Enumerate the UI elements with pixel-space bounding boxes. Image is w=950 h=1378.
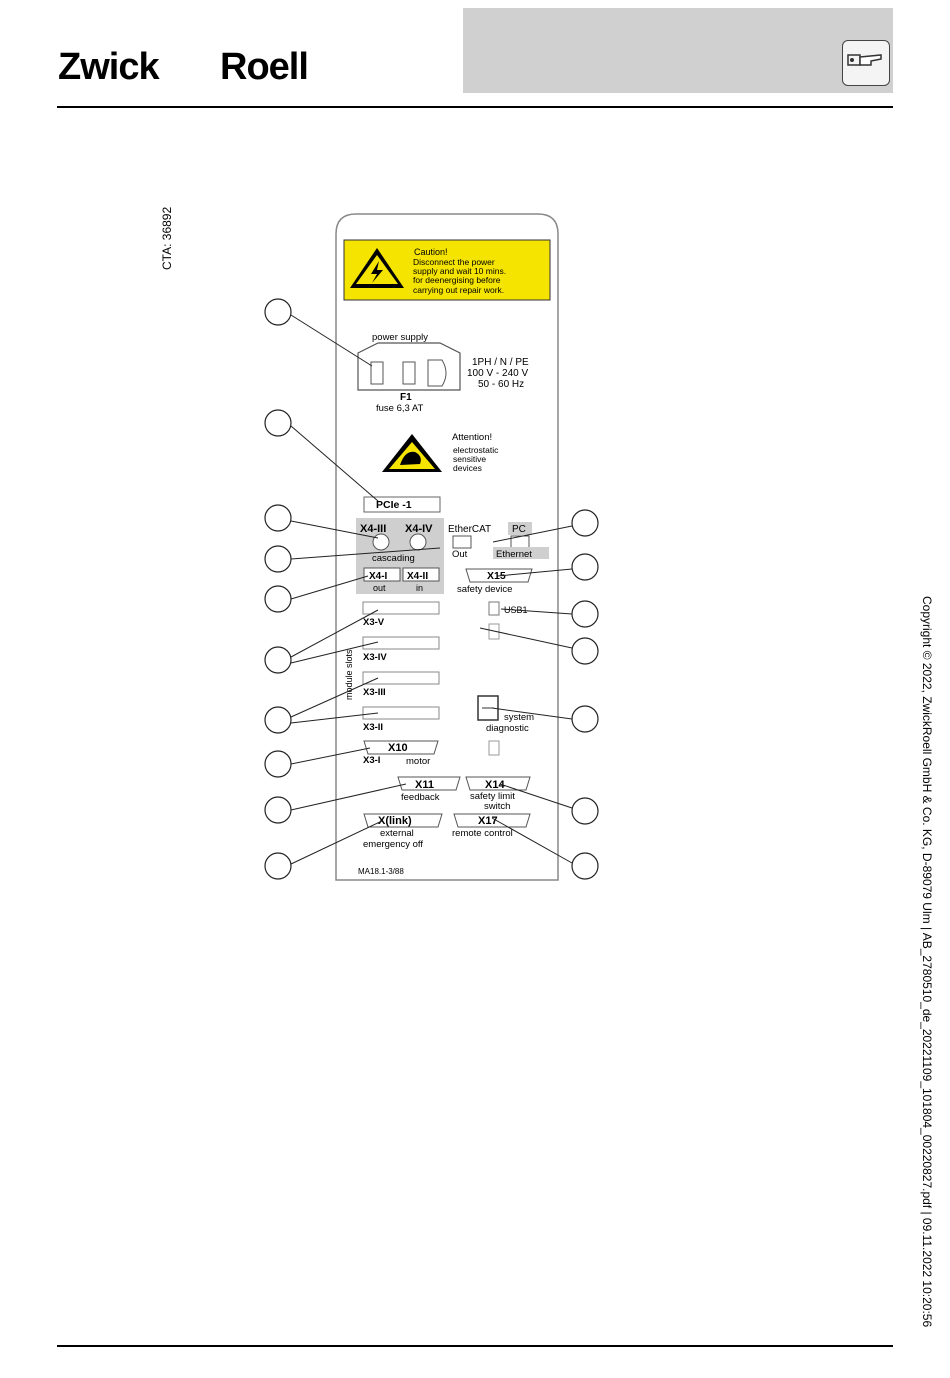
- pc-label: PC: [512, 524, 526, 535]
- safety-limit-label-2: switch: [484, 801, 510, 812]
- voltage-line-2: 100 V - 240 V: [467, 368, 528, 379]
- x3-iii-label: X3-III: [363, 687, 386, 698]
- fuse-desc: fuse 6,3 AT: [376, 403, 424, 414]
- voltage-line-1: 1PH / N / PE: [472, 357, 529, 368]
- cascading-label: cascading: [372, 553, 415, 564]
- xlink-label: X(link): [378, 815, 412, 827]
- caution-line-1: Disconnect the power: [413, 257, 495, 267]
- x3-ii-label: X3-II: [363, 722, 383, 733]
- voltage-line-3: 50 - 60 Hz: [478, 379, 524, 390]
- footer-rule: [57, 1345, 893, 1347]
- logo-text-zwick: Zwick: [58, 46, 160, 88]
- x14-label: X14: [485, 779, 505, 791]
- power-socket: [357, 342, 461, 391]
- attention-title: Attention!: [452, 432, 492, 443]
- x4-ii-label: X4-II: [407, 571, 428, 582]
- part-number: MA18.1-3/88: [358, 867, 404, 876]
- x10-label: X10: [388, 742, 408, 754]
- x17-connector: [453, 813, 531, 828]
- pcie-slot: [363, 496, 441, 513]
- remote-control-label: remote control: [452, 828, 513, 839]
- callout-leaders: [290, 314, 573, 865]
- x15-label: X15: [487, 570, 506, 582]
- caution-title: Caution!: [414, 247, 448, 257]
- zwickroell-logo: Zwick Roell: [58, 22, 338, 92]
- ethernet-label: Ethernet: [496, 549, 532, 560]
- copyright-footer: Copyright © 2022, ZwickRoell GmbH & Co. …: [920, 596, 934, 1328]
- callout-markers: [264, 298, 599, 880]
- logo-text-roell: Roell: [220, 46, 309, 88]
- external-label: external: [380, 828, 414, 839]
- x4-iii-label: X4-III: [360, 523, 386, 535]
- operating-manual-button[interactable]: [842, 40, 890, 86]
- x4-iii-port: [372, 533, 390, 551]
- ethercat-port: [452, 535, 472, 549]
- x3-iv-label: X3-IV: [363, 652, 387, 663]
- diagnostic-label: diagnostic: [486, 723, 529, 734]
- x3-iii-slot: [362, 671, 440, 685]
- x4-iv-port: [409, 533, 427, 551]
- caution-line-2: supply and wait 10 mins.: [413, 266, 506, 276]
- x3-i-label: X3-I: [363, 755, 380, 766]
- feedback-label: feedback: [401, 792, 440, 803]
- x3-v-label: X3-V: [363, 617, 385, 628]
- ethercat-label: EtherCAT: [448, 524, 491, 535]
- x3-iv-slot: [362, 636, 440, 650]
- x14-connector: [465, 776, 531, 791]
- header-rule: [57, 106, 893, 108]
- x4-iv-label: X4-IV: [405, 523, 433, 535]
- x3-ii-slot: [362, 706, 440, 720]
- attention-line-3: devices: [453, 463, 482, 473]
- in-label: in: [416, 583, 423, 593]
- safety-device-label: safety device: [457, 584, 512, 595]
- esd-warning-icon: [382, 434, 442, 472]
- power-supply-label: power supply: [372, 332, 428, 343]
- usb1-port: [488, 601, 500, 616]
- out-label: out: [373, 583, 386, 593]
- motor-label: motor: [406, 756, 430, 767]
- high-voltage-icon: [350, 248, 404, 288]
- controller-panel-diagram: Caution! Disconnect the power supply and…: [264, 213, 599, 881]
- caution-line-3: for deenergising before: [413, 275, 501, 285]
- header-gray-box: [463, 8, 893, 93]
- ethercat-out-label: Out: [452, 549, 468, 560]
- x4-i-label: X4-I: [369, 571, 388, 582]
- xlink-connector: [363, 813, 443, 828]
- cta-number: CTA: 36892: [160, 206, 174, 270]
- x10-connector: [363, 740, 439, 755]
- attention-line-2: sensitive: [453, 454, 486, 464]
- attention-line-1: electrostatic: [453, 445, 499, 455]
- module-slots-label: module slots: [344, 649, 354, 700]
- emergency-off-label: emergency off: [363, 839, 423, 850]
- pcie-label: PCIe -1: [376, 499, 412, 511]
- operating-manual-icon: [847, 54, 882, 66]
- system-label: system: [504, 712, 534, 723]
- x11-label: X11: [415, 779, 434, 791]
- safety-limit-label-1: safety limit: [470, 791, 515, 802]
- x3-v-slot: [362, 601, 440, 615]
- caution-line-4: carrying out repair work.: [413, 285, 504, 295]
- fuse-id: F1: [400, 392, 412, 403]
- x17-label: X17: [478, 815, 498, 827]
